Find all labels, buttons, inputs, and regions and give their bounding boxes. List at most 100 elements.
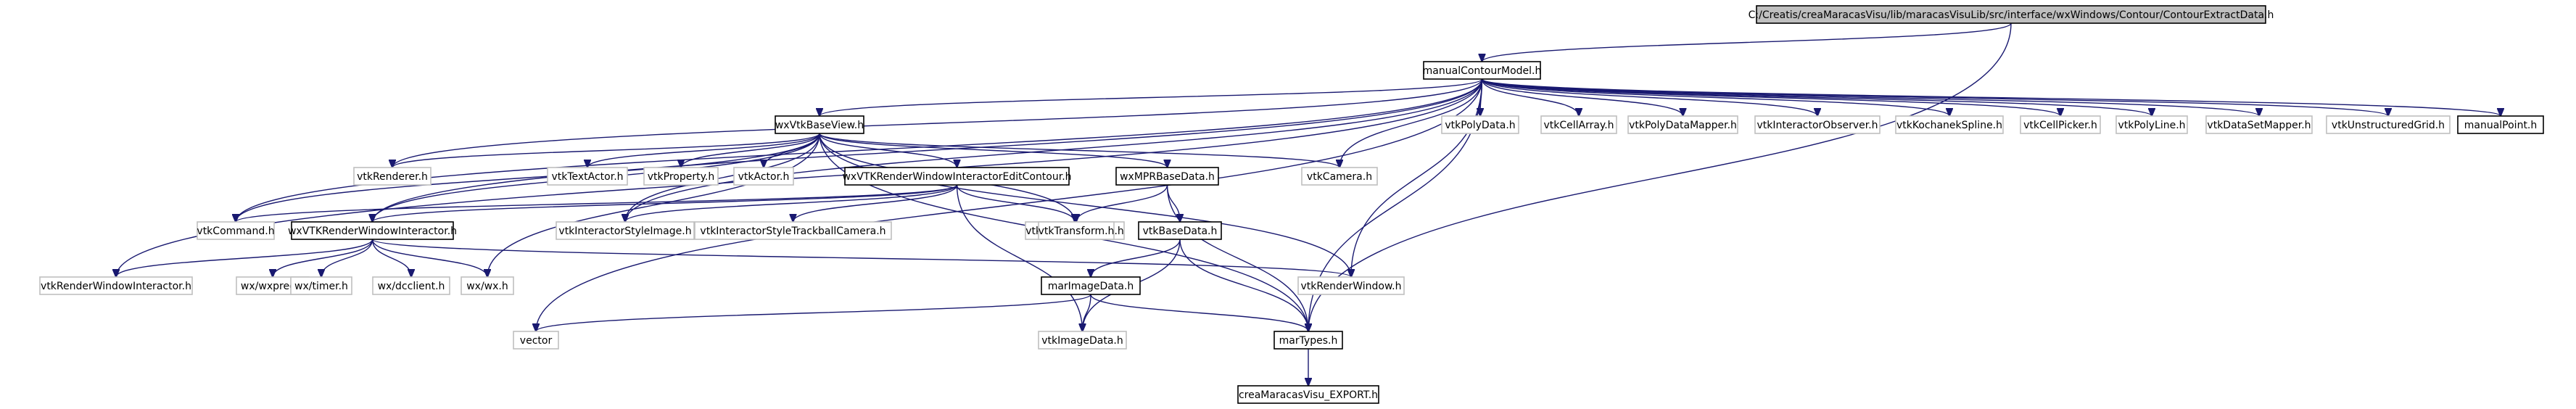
node-box-vtkRenderWindowInteractor [39, 276, 193, 295]
node-vtkRenderer: vtkRenderer.h [353, 167, 432, 186]
node-label-wxwxprec: wx/wxprec.h [241, 281, 305, 292]
edge-manualContourModel-to-wxVtkBaseView [820, 78, 1483, 116]
edge-manualContourModel-to-vtkKochanekSpline [1481, 78, 1950, 116]
node-box-marImageData [1041, 276, 1141, 295]
node-vtkRenderWindowInteractor: vtkRenderWindowInteractor.h [39, 276, 193, 295]
node-label-vtkProperty: vtkProperty.h [648, 171, 714, 183]
edge-wxVTKRWI-to-vtkRenderWindow [371, 239, 1352, 277]
node-box-vtkDataSetMapper [2205, 115, 2313, 134]
edge-wxVTKRWI-to-vtkRenderWindowInteractor [116, 239, 373, 277]
edge-manualContourModel-to-vtkCamera [1339, 78, 1483, 168]
node-box-vector [513, 331, 559, 350]
edge-manualContourModel-to-vtkPolyLine [1481, 78, 2152, 116]
node-box-vtkKochanekSpline [1895, 115, 2004, 134]
edge-manualContourModel-to-vector [536, 78, 1483, 331]
node-label-vtkImageData: vtkImageData.h [1041, 335, 1123, 347]
node-marImageData[interactable]: marImageData.h [1041, 276, 1141, 295]
node-vtkBaseData[interactable]: vtkBaseData.h [1138, 221, 1222, 240]
edge-wxVtkBaseView-to-vtkTextActor [587, 133, 820, 168]
edge-manualContourModel-to-wxVTKRWI [373, 78, 1483, 222]
node-box-root [1756, 5, 2266, 24]
node-root[interactable]: C:/Creatis/creaMaracasVisu/lib/maracasVi… [1749, 5, 2274, 24]
edge-wxVtkBaseView-to-vtkInteractorStyleImage [625, 133, 820, 222]
node-box-vtkTextActor [547, 167, 628, 186]
edge-wxVTKRWIEditContour-to-vtkCommand [236, 184, 958, 222]
edge-manualContourModel-to-vtkRenderer [392, 78, 1483, 168]
node-label-vtkKochanekSpline: vtkKochanekSpline.h [1896, 120, 2002, 131]
node-marTypes[interactable]: marTypes.h [1273, 331, 1343, 350]
node-vector: vector [513, 331, 559, 350]
node-label-wxVTKRWIEditContour: wxVTKRenderWindowInteractorEditContour.h [842, 171, 1071, 183]
edge-wxVTKRWI-to-wxdcclient [371, 239, 412, 277]
node-box-vtkImageData [1038, 331, 1127, 350]
node-box-vtkCamera [1301, 167, 1378, 186]
node-vtkUnstructuredGrid: vtkUnstructuredGrid.h [2326, 115, 2451, 134]
edge-vtkBaseData-to-marTypes [1179, 239, 1308, 331]
node-box-wxVTKRWIEditContour [844, 167, 1070, 186]
node-wxtimer: wx/timer.h [290, 276, 352, 295]
edge-wxVtkBaseView-to-vtkCommand [236, 133, 820, 222]
node-vtkPolyLine: vtkPolyLine.h [2115, 115, 2188, 134]
node-box-wxwx [461, 276, 514, 295]
edge-wxVTKRWIEditContour-to-vtkInteractorStyleTrackballCamera [793, 184, 958, 222]
node-label-vtkRenderWindow: vtkRenderWindow.h [1301, 281, 1402, 292]
edge-marImageData-to-marTypes [1090, 294, 1308, 331]
edge-wxVtkBaseView-to-vtkRenderWindow [819, 133, 1351, 277]
node-label-vtkDataSetMapper: vtkDataSetMapper.h [2207, 120, 2311, 131]
node-label-vtkCellPicker: vtkCellPicker.h [2023, 120, 2097, 131]
node-vtkRenderWindow: vtkRenderWindow.h [1297, 276, 1405, 295]
node-box-vtkUnstructuredGrid [2326, 115, 2451, 134]
node-label-vtkCommand: vtkCommand.h [197, 226, 274, 237]
node-wxVTKRWIEditContour[interactable]: wxVTKRenderWindowInteractorEditContour.h [842, 167, 1072, 186]
edge-manualContourModel-to-vtkPolyDataMapper [1481, 78, 1683, 116]
node-vtkCommand: vtkCommand.h [197, 221, 275, 240]
node-label-vtkPolyData: vtkPolyData.h [1445, 120, 1515, 131]
edge-marImageData-to-vector [536, 294, 1091, 331]
node-box-wxtimer [290, 276, 352, 295]
node-box-vtkPolyData [1441, 115, 1519, 134]
node-wxVTKRWI[interactable]: wxVTKRenderWindowInteractor.h [288, 221, 457, 240]
node-box-vtkProperty [643, 167, 719, 186]
node-vtkProperty: vtkProperty.h [643, 167, 719, 186]
node-label-wxVtkBaseView: wxVtkBaseView.h [775, 120, 864, 131]
edge-manualContourModel-to-vtkInteractorObserver [1481, 78, 1818, 116]
node-manualPoint[interactable]: manualPoint.h [2457, 115, 2544, 134]
node-label-wxdcclient: wx/dcclient.h [378, 281, 445, 292]
edges-layer [116, 22, 2501, 386]
node-vtkActor: vtkActor.h [733, 167, 794, 186]
edge-wxVtkBaseView-to-wxVTKRWIEditContour [819, 133, 957, 168]
edge-wxVTKRWIEditContour-to-vtkImageViewer2 [956, 184, 1076, 222]
node-box-vtkPolyDataMapper [1627, 115, 1738, 134]
node-box-creaMaracasVisuExport [1237, 385, 1379, 404]
node-vtkTransform: vtkTransform.h [1038, 221, 1115, 240]
edge-wxVtkBaseView-to-wxMPRBaseData [819, 133, 1168, 168]
node-box-vtkInteractorStyleImage [556, 221, 695, 240]
node-box-wxMPRBaseData [1115, 167, 1219, 186]
node-vtkInteractorStyleImage: vtkInteractorStyleImage.h [556, 221, 695, 240]
edge-wxVtkBaseView-to-vtkProperty [681, 133, 820, 168]
edge-wxMPRBaseData-to-marTypes [1166, 184, 1309, 331]
edge-root-to-manualContourModel [1482, 22, 2012, 62]
edge-marImageData-to-vtkImageData [1083, 294, 1091, 331]
node-manualContourModel[interactable]: manualContourModel.h [1423, 61, 1542, 80]
node-label-vtkPolyDataMapper: vtkPolyDataMapper.h [1629, 120, 1737, 131]
node-label-wxtimer: wx/timer.h [294, 281, 348, 292]
node-label-vtkUnstructuredGrid: vtkUnstructuredGrid.h [2332, 120, 2445, 131]
nodes-layer: C:/Creatis/creaMaracasVisu/lib/maracasVi… [39, 5, 2544, 404]
node-wxVtkBaseView[interactable]: wxVtkBaseView.h [775, 115, 864, 134]
node-box-marTypes [1273, 331, 1343, 350]
node-vtkPolyData: vtkPolyData.h [1441, 115, 1519, 134]
node-label-vtkInteractorStyleTrackballCamera: vtkInteractorStyleTrackballCamera.h [700, 226, 886, 237]
node-creaMaracasVisuExport[interactable]: creaMaracasVisu_EXPORT.h [1237, 385, 1379, 404]
edge-manualContourModel-to-vtkCommand [236, 78, 1483, 222]
node-wxwx: wx/wx.h [461, 276, 514, 295]
node-label-manualPoint: manualPoint.h [2464, 120, 2538, 131]
node-box-vtkInteractorStyleTrackballCamera [694, 221, 892, 240]
edge-wxVtkBaseView-to-wxwx [487, 133, 820, 277]
node-label-vector: vector [520, 335, 553, 347]
node-label-vtkInteractorObserver: vtkInteractorObserver.h [1756, 120, 1878, 131]
node-wxMPRBaseData[interactable]: wxMPRBaseData.h [1115, 167, 1219, 186]
edge-manualContourModel-to-vtkCellArray [1481, 78, 1580, 116]
node-box-vtkRenderer [353, 167, 432, 186]
node-label-wxwx: wx/wx.h [466, 281, 508, 292]
